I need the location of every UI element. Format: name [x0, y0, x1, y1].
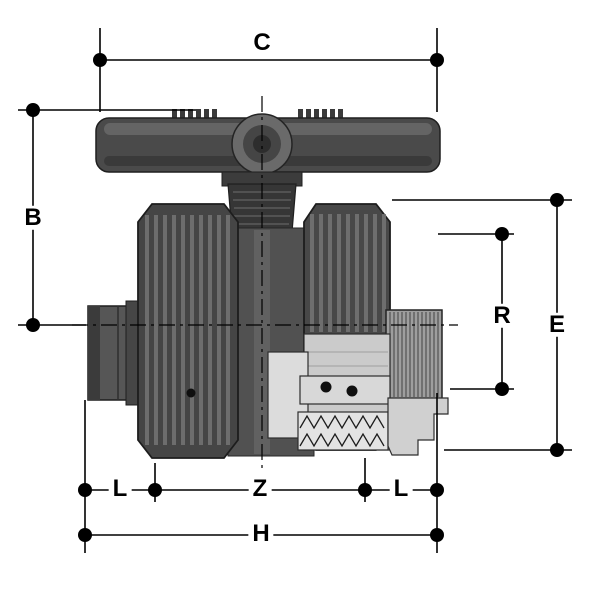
handle-serrations	[172, 109, 343, 119]
thread-profile-lower	[299, 432, 385, 448]
threaded-end	[385, 309, 443, 401]
nut-detail-dot	[186, 388, 196, 398]
dim-label-l-right: L	[389, 476, 413, 502]
left-socket-end	[87, 300, 145, 406]
dim-label-z: Z	[248, 476, 272, 502]
dim-label-c: C	[249, 30, 275, 56]
left-union-nut	[137, 203, 239, 459]
thread-profile-upper	[299, 414, 385, 430]
valve-handle	[95, 109, 441, 175]
dim-label-r: R	[489, 303, 515, 329]
dim-label-b: B	[20, 205, 46, 231]
dimension-dots	[26, 53, 564, 542]
cutaway-section	[267, 333, 449, 456]
o-ring-seals	[320, 381, 358, 397]
dim-label-l-left: L	[108, 476, 132, 502]
dim-label-h: H	[248, 521, 274, 547]
dim-label-e: E	[544, 312, 570, 338]
centerlines	[72, 96, 458, 470]
